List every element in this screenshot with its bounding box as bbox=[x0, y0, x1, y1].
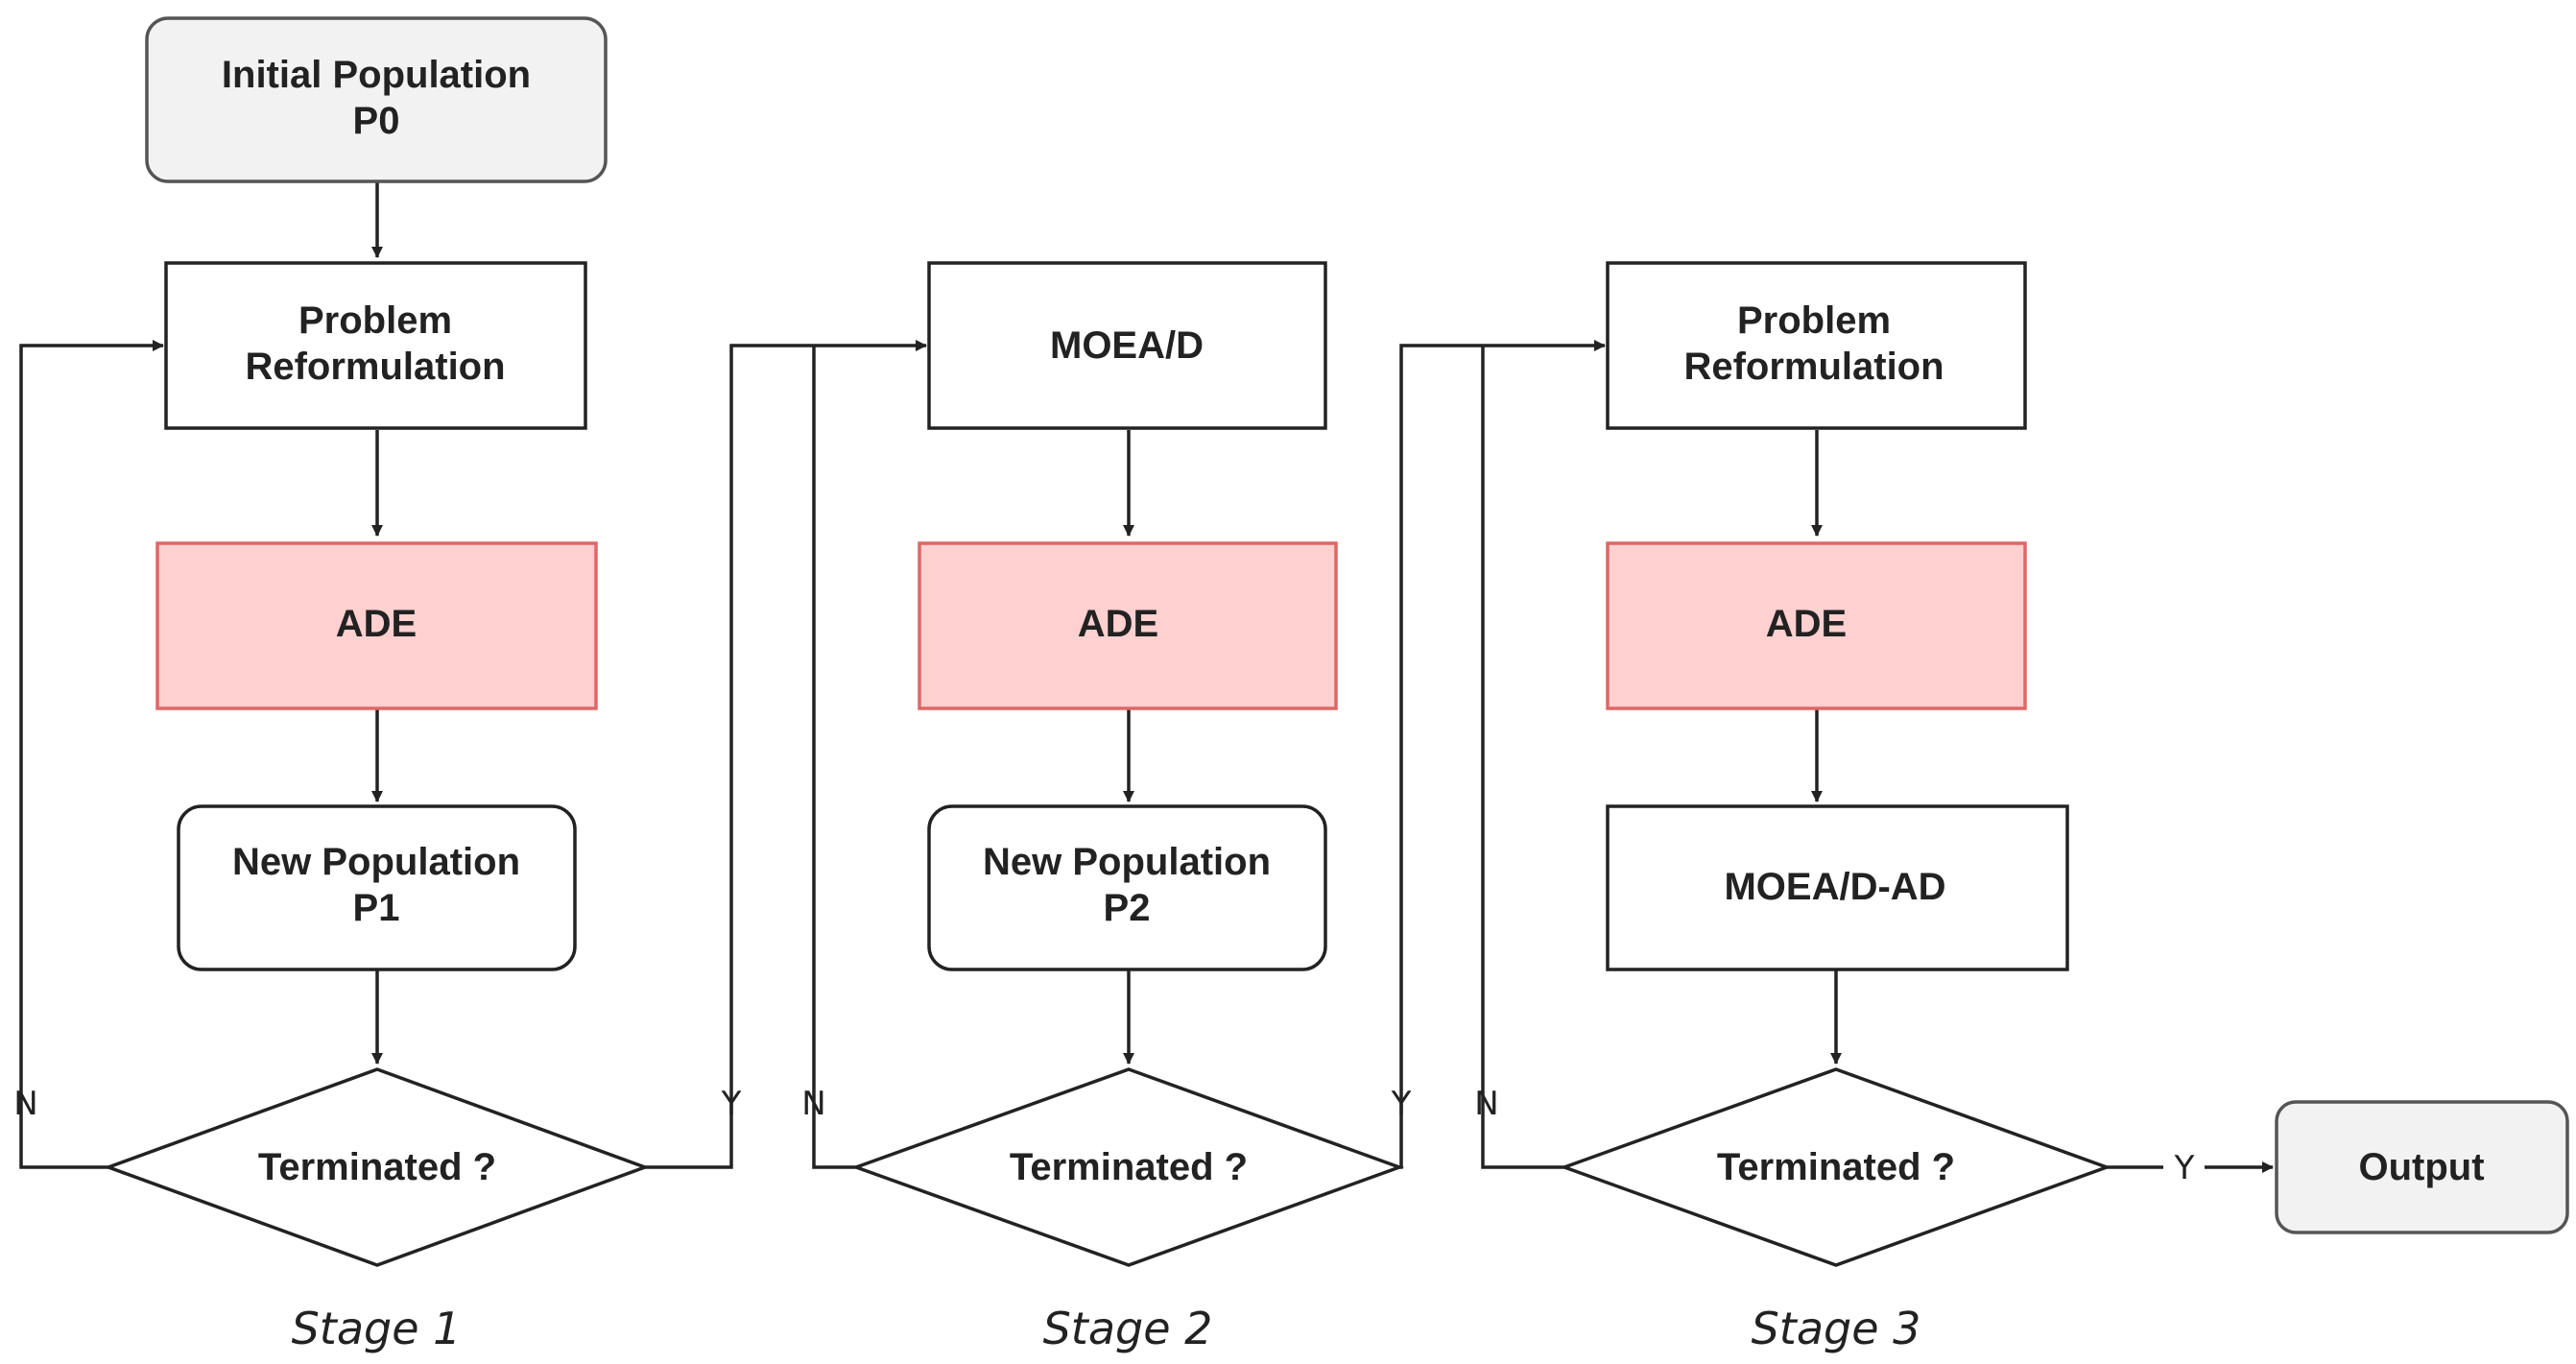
stage3-moead-ad-label: MOEA/D-AD bbox=[1724, 866, 1945, 908]
initial-population-line1: Initial Population bbox=[222, 54, 531, 96]
edge-term3-no-loop bbox=[1481, 346, 1564, 1169]
stage1-problem-reformulation-node bbox=[164, 261, 587, 430]
stage3-reform-line1: Problem bbox=[1737, 299, 1891, 342]
stage2-ade-node bbox=[918, 541, 1338, 710]
stage-1-label: Stage 1 bbox=[292, 1303, 462, 1354]
stage3-terminated-decision bbox=[1559, 1067, 2112, 1267]
stage1-no-label: N bbox=[13, 1085, 37, 1123]
stage3-no-label: N bbox=[1474, 1085, 1498, 1123]
initial-population-line2: P0 bbox=[353, 100, 400, 142]
edge-term1-no-loop bbox=[19, 340, 164, 1169]
stage1-reform-line2: Reformulation bbox=[245, 346, 505, 388]
stage1-new-population-node bbox=[177, 804, 577, 971]
edge-term1-yes bbox=[645, 340, 927, 1169]
stage2-terminated-decision bbox=[850, 1067, 1405, 1267]
stage2-yes-label: Y bbox=[1391, 1085, 1412, 1123]
stage1-newpop-line1: New Population bbox=[232, 841, 520, 883]
stage2-newpop-line1: New Population bbox=[983, 841, 1271, 883]
stage1-terminated-label: Terminated ? bbox=[258, 1146, 496, 1188]
stage2-newpop-line2: P2 bbox=[1104, 887, 1151, 929]
stage2-moead-node bbox=[927, 261, 1327, 430]
stage2-new-population-node bbox=[927, 804, 1327, 971]
edge-term2-no-loop bbox=[812, 346, 856, 1169]
stage3-terminated-label: Terminated ? bbox=[1717, 1146, 1955, 1188]
edge-term2-yes bbox=[1399, 340, 1606, 1169]
stage-3-label: Stage 3 bbox=[1752, 1303, 1921, 1354]
stage1-yes-label: Y bbox=[721, 1085, 742, 1123]
stage3-reform-line2: Reformulation bbox=[1683, 346, 1944, 388]
stage2-terminated-label: Terminated ? bbox=[1010, 1146, 1248, 1188]
stage1-newpop-line2: P1 bbox=[353, 887, 400, 929]
stage3-problem-reformulation-node bbox=[1606, 261, 2027, 430]
stage1-ade-label: ADE bbox=[336, 603, 417, 645]
stage2-no-label: N bbox=[801, 1085, 825, 1123]
stage3-yes-label: Y bbox=[2174, 1149, 2195, 1187]
stage3-ade-node bbox=[1606, 541, 2027, 710]
stage3-moead-ad-node bbox=[1606, 804, 2069, 971]
stage3-ade-label: ADE bbox=[1766, 603, 1847, 645]
stage1-terminated-decision bbox=[103, 1067, 651, 1267]
output-label: Output bbox=[2358, 1146, 2484, 1188]
stage1-ade-node bbox=[155, 541, 598, 710]
output-node bbox=[2275, 1100, 2569, 1234]
stage2-ade-label: ADE bbox=[1078, 603, 1158, 645]
initial-population-node bbox=[145, 16, 608, 183]
stage1-reform-line1: Problem bbox=[298, 299, 452, 342]
stage2-moead-label: MOEA/D bbox=[1050, 324, 1204, 367]
stage-2-label: Stage 2 bbox=[1043, 1303, 1213, 1354]
